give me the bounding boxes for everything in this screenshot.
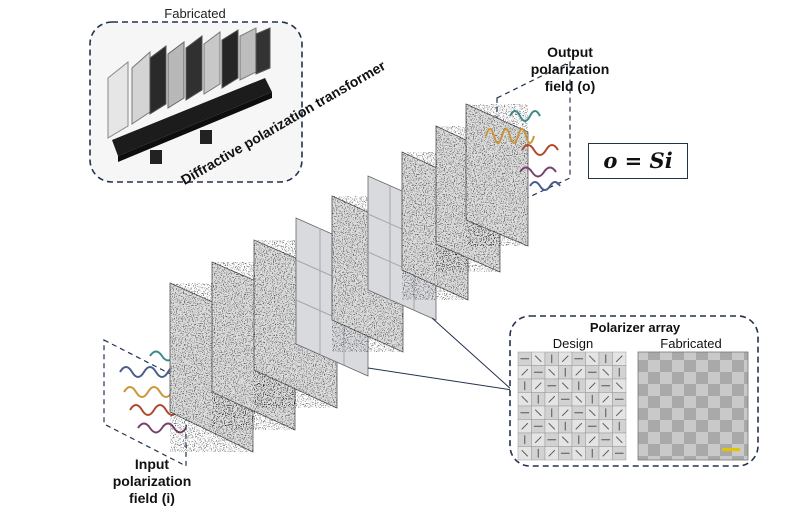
polarizer-orientation-mark (561, 355, 569, 363)
polarizer-orientation-mark (575, 395, 583, 403)
polarizer-array-title: Polarizer array (589, 320, 681, 335)
fabricated-device-photo (107, 27, 272, 164)
output-label-line: field (o) (544, 78, 596, 94)
polarizer-orientation-mark (588, 436, 596, 444)
polarizer-array-inset (509, 315, 759, 467)
polarizer-orientation-mark (602, 395, 610, 403)
input-label-line: polarization (112, 473, 192, 489)
polarizer-orientation-mark (521, 368, 529, 376)
polarizer-orientation-mark (615, 355, 623, 363)
fabricated-device-inset (89, 21, 303, 183)
polarizer-orientation-mark (588, 382, 596, 390)
polarizer-orientation-mark (548, 368, 556, 376)
polarizer-orientation-mark (561, 436, 569, 444)
polarizer-orientation-mark (615, 436, 623, 444)
input-field-label: Input polarization field (i) (92, 456, 212, 507)
fabricated-top-label: Fabricated (164, 6, 226, 21)
input-label-line: Input (134, 456, 170, 472)
polarizer-orientation-mark (548, 395, 556, 403)
polarizer-orientation-mark (575, 368, 583, 376)
input-label-line: field (i) (129, 490, 175, 506)
design-grid (517, 351, 627, 461)
polarizer-orientation-mark (615, 382, 623, 390)
connector-line (431, 317, 513, 391)
polarizer-orientation-mark (588, 355, 596, 363)
diffractive-layers (169, 103, 529, 453)
equation-box: o = Si (588, 143, 688, 179)
polarizer-orientation-mark (588, 409, 596, 417)
polarizer-orientation-mark (521, 395, 529, 403)
polarizer-orientation-mark (575, 422, 583, 430)
polarizer-orientation-mark (575, 449, 583, 457)
output-polarization-waves (485, 110, 561, 191)
polarizer-orientation-mark (534, 355, 542, 363)
polarizer-orientation-mark (615, 409, 623, 417)
polarizer-orientation-mark (534, 409, 542, 417)
connector-line (367, 367, 513, 391)
polarizer-orientation-mark (534, 436, 542, 444)
output-label-line: polarization (530, 61, 610, 77)
output-label-line: Output (547, 44, 593, 60)
polarizer-orientation-mark (521, 449, 529, 457)
polarizer-orientation-mark (602, 368, 610, 376)
fabricated-inset-label: Fabricated (660, 336, 722, 351)
diffractive-layer (465, 103, 529, 247)
polarizer-orientation-mark (534, 382, 542, 390)
output-field-label: Output polarization field (o) (500, 44, 640, 95)
polarizer-orientation-mark (561, 409, 569, 417)
design-label: Design (552, 336, 594, 351)
polarizer-orientation-mark (521, 422, 529, 430)
polarizer-orientation-mark (561, 382, 569, 390)
polarizer-orientation-mark (548, 449, 556, 457)
polarizer-orientation-mark (602, 449, 610, 457)
polarizer-orientation-mark (602, 422, 610, 430)
scale-bar (722, 448, 740, 451)
polarizer-orientation-mark (548, 422, 556, 430)
fabricated-checker (637, 351, 749, 461)
